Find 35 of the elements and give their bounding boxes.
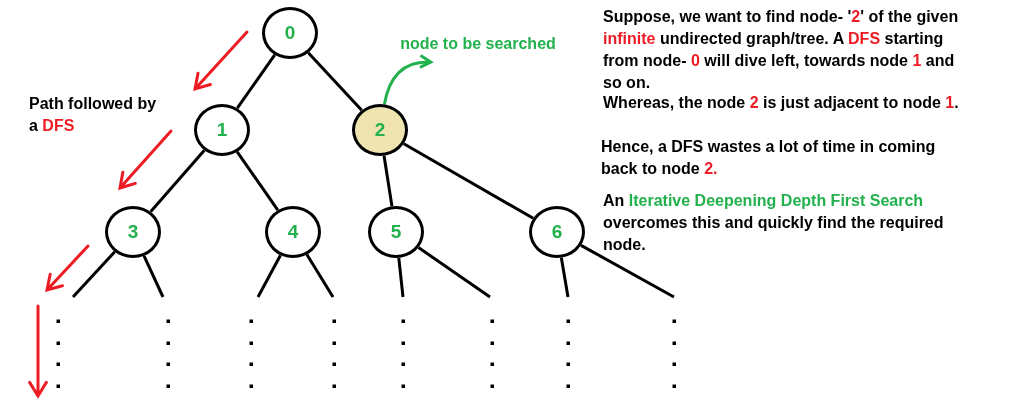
tree-node-circle <box>529 206 585 258</box>
node-number: 0 <box>284 22 296 44</box>
tree-edge-line <box>382 155 394 207</box>
tree-edge-line <box>307 51 363 112</box>
tree-edge-line <box>256 254 282 298</box>
tree-node-circle <box>368 206 424 258</box>
tree-edge-line <box>236 53 276 110</box>
tree-node-circle <box>194 104 250 156</box>
tree-edge-line <box>580 244 675 299</box>
node-number: 2 <box>374 119 386 141</box>
description-paragraph: Whereas, the node 2 is just adjacent to node 1. <box>603 93 960 113</box>
description-paragraph: Hence, a DFS wastes a lot of time in coming back to node 2. <box>601 137 937 179</box>
node-label: node to be searched <box>388 33 568 55</box>
tree-edge-line <box>71 250 116 298</box>
tree-edge-line <box>235 151 280 211</box>
tree-edge-line <box>142 255 165 298</box>
description-paragraph: Suppose, we want to find node- '2' of the given infinite undirected graph/tree. A DFS starting from node- 0 will dive left, towards node 1 and so on. <box>603 7 960 93</box>
node-number: 5 <box>390 221 402 243</box>
tree-node-circle <box>352 104 408 156</box>
tree-edge-line <box>417 246 491 299</box>
tree-edge-line <box>403 142 534 220</box>
tree-edge-line <box>559 257 570 298</box>
tree-node-circle <box>265 206 321 258</box>
arrow <box>382 54 433 105</box>
node-number: 6 <box>551 221 563 243</box>
description-paragraph: An Iterative Deepening Depth First Search overcomes this and quickly find the required node. <box>603 191 945 255</box>
tree-node-circle <box>262 7 318 59</box>
path-caption: Path followed by a DFS <box>29 94 158 136</box>
tree-edge-line <box>149 149 206 213</box>
tree-edge-line <box>397 257 405 298</box>
node-number: 1 <box>216 119 228 141</box>
node-number: 3 <box>127 221 139 243</box>
tree-node-circle <box>105 206 161 258</box>
tree-edge-line <box>305 253 335 298</box>
node-number: 4 <box>287 221 299 243</box>
